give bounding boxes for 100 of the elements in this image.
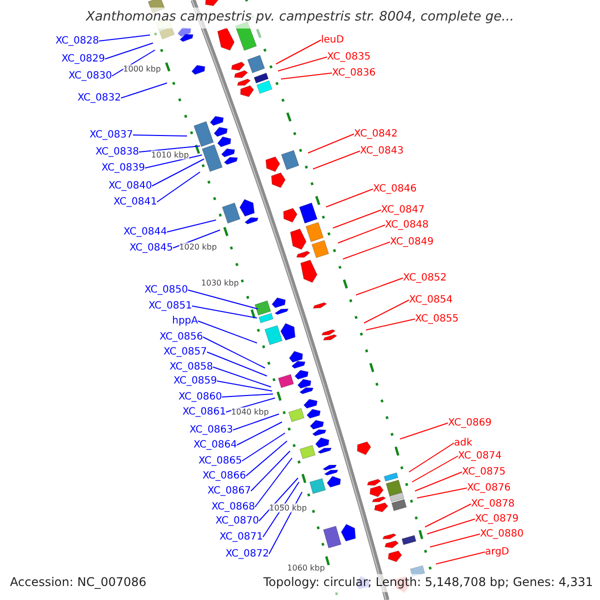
leader-line (138, 146, 200, 152)
gene-label: XC_0845 (129, 242, 173, 254)
gene-label: XC_0865 (198, 455, 242, 467)
gene-label: XC_0832 (77, 92, 121, 104)
leader-line (338, 224, 386, 244)
leader-line (156, 172, 200, 202)
gene-label: XC_0870 (215, 515, 259, 527)
gene-label: XC_0840 (108, 180, 152, 192)
gene-label: XC_0855 (415, 313, 459, 325)
gene-label: XC_0846 (373, 183, 417, 195)
gene-label: XC_0874 (458, 450, 502, 462)
gene-label: XC_0875 (462, 466, 506, 478)
gene-label: XC_0842 (354, 128, 398, 140)
leader-line (258, 478, 298, 522)
gene-label: hppA (172, 315, 198, 327)
leader-line (416, 488, 468, 498)
gene-label: adk (454, 437, 472, 449)
gene-label: XC_0847 (381, 204, 425, 216)
leader-line (188, 290, 258, 310)
leader-line (254, 458, 292, 508)
leader-line (212, 366, 272, 388)
gene-label: XC_0843 (360, 145, 404, 157)
gene-label: XC_0879 (475, 513, 519, 525)
scale-label: 1040 kbp (231, 407, 269, 417)
leader-line (144, 154, 202, 168)
map-title: Xanthomonas campestris pv. campestris str. 8004, complete ge... (86, 8, 514, 28)
gene-label: XC_0828 (55, 35, 99, 47)
leader-line (216, 380, 272, 392)
leader-line (408, 442, 454, 472)
leader-line (356, 278, 404, 296)
leader-line (326, 188, 374, 208)
leader-line (98, 34, 150, 42)
gene-label: argD (485, 546, 510, 558)
genome-summary-text: Topology: circular; Length: 5,148,708 bp; Genes: 4,331 (263, 574, 593, 592)
leader-line (236, 422, 282, 446)
gene-label: XC_0878 (471, 498, 515, 510)
leader-line (276, 40, 322, 64)
gene-label: XC_0850 (144, 284, 188, 296)
leader-line (412, 456, 458, 482)
gene-label: XC_0830 (68, 70, 112, 82)
leader-line (104, 42, 154, 60)
gene-label: XC_0844 (123, 226, 167, 238)
leader-line (366, 318, 416, 330)
accession-text: Accession: NC_007086 (10, 574, 146, 592)
gene-label: XC_0876 (467, 482, 511, 494)
gene-label: XC_0866 (202, 470, 246, 482)
gene-label: XC_0852 (403, 272, 447, 284)
leader-line (132, 134, 188, 136)
scale-label: 1020 kbp (179, 242, 217, 252)
leader-line (246, 440, 288, 476)
leader-line (400, 422, 448, 440)
leader-line (152, 158, 204, 186)
gene-label: XC_0857 (163, 346, 207, 358)
leader-line (166, 220, 216, 232)
gene-label: XC_0835 (327, 51, 371, 63)
scale-label: 1010 kbp (151, 150, 189, 160)
leader-line (198, 320, 258, 344)
leader-line (192, 306, 258, 318)
gene-label: XC_0872 (225, 548, 269, 560)
leader-line (278, 56, 328, 72)
leader-line (312, 150, 360, 170)
gene-label: XC_0841 (113, 196, 157, 208)
leader-line (364, 300, 410, 324)
gene-label: XC_0864 (193, 439, 237, 451)
gene-label: XC_0854 (409, 294, 453, 306)
leader-line (426, 518, 476, 534)
gene-label: XC_0851 (148, 300, 192, 312)
leader-line (280, 72, 332, 80)
leader-line (332, 210, 382, 228)
scale-label: 1000 kbp (123, 64, 161, 74)
scale-label: 1050 kbp (269, 503, 307, 513)
leader-line (414, 472, 462, 492)
gene-label: XC_0848 (385, 219, 429, 231)
leader-line (268, 492, 302, 554)
leader-line (342, 242, 390, 260)
leader-line (250, 450, 290, 492)
gene-label: XC_0871 (219, 531, 263, 543)
scale-label: 1060 kbp (287, 563, 325, 573)
gene-label: XC_0880 (480, 528, 524, 540)
gene-label: XC_0837 (89, 129, 133, 141)
gene-label: XC_0867 (207, 485, 251, 497)
gene-label: XC_0861 (182, 406, 226, 418)
gene-label: XC_0856 (159, 331, 203, 343)
gene-label: XC_0838 (95, 146, 139, 158)
gene-label: leuD (321, 34, 344, 46)
leader-line (222, 394, 274, 398)
gene-label: XC_0868 (211, 501, 255, 513)
leader-line (206, 352, 268, 376)
gene-label: XC_0836 (332, 67, 376, 79)
gene-label: XC_0860 (178, 391, 222, 403)
scale-label: 1030 kbp (201, 278, 239, 288)
leader-line (308, 134, 354, 154)
leader-line (436, 552, 486, 564)
leader-line (232, 414, 280, 430)
leader-line (242, 432, 286, 462)
gene-label: XC_0859 (173, 375, 217, 387)
gene-label: XC_0869 (448, 417, 492, 429)
gene-label: XC_0849 (390, 236, 434, 248)
leader-line (202, 336, 266, 368)
leader-line (430, 534, 480, 548)
